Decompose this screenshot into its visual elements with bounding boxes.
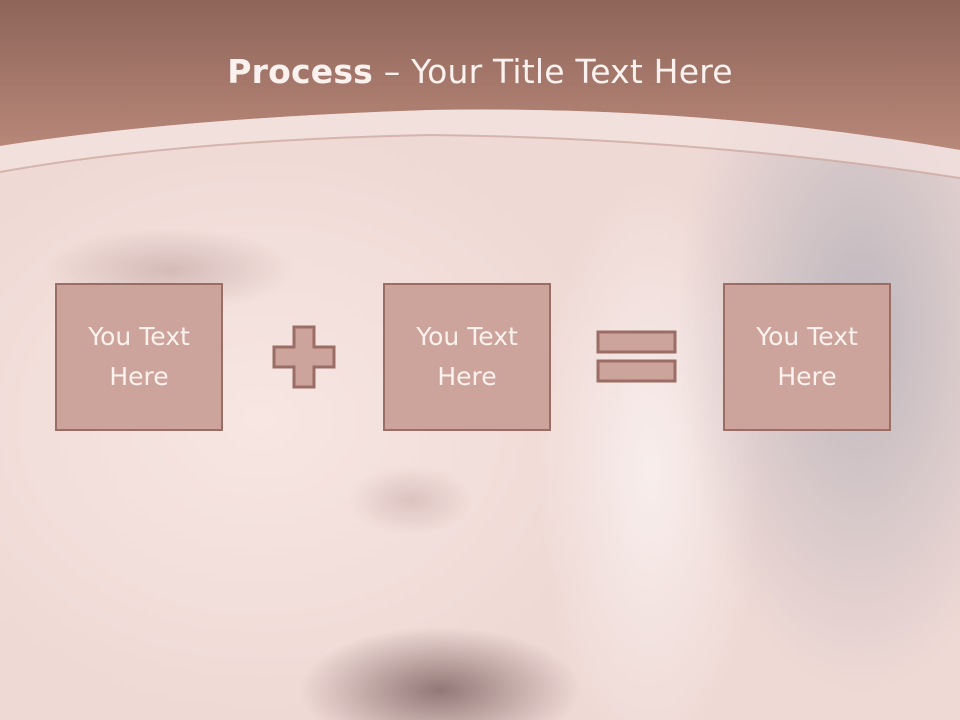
slide-title: Process – Your Title Text Here bbox=[0, 52, 960, 91]
process-box-1[interactable]: You Text Here bbox=[55, 283, 223, 431]
process-box-3-label: You Text Here bbox=[756, 322, 858, 391]
process-box-3[interactable]: You Text Here bbox=[723, 283, 891, 431]
equals-icon bbox=[596, 330, 677, 383]
header-band bbox=[0, 0, 960, 179]
process-box-2[interactable]: You Text Here bbox=[383, 283, 551, 431]
title-rest: – Your Title Text Here bbox=[383, 52, 733, 91]
title-bold: Process bbox=[227, 52, 374, 91]
process-box-1-label: You Text Here bbox=[88, 322, 190, 391]
plus-icon bbox=[272, 325, 336, 389]
process-box-2-label: You Text Here bbox=[416, 322, 518, 391]
